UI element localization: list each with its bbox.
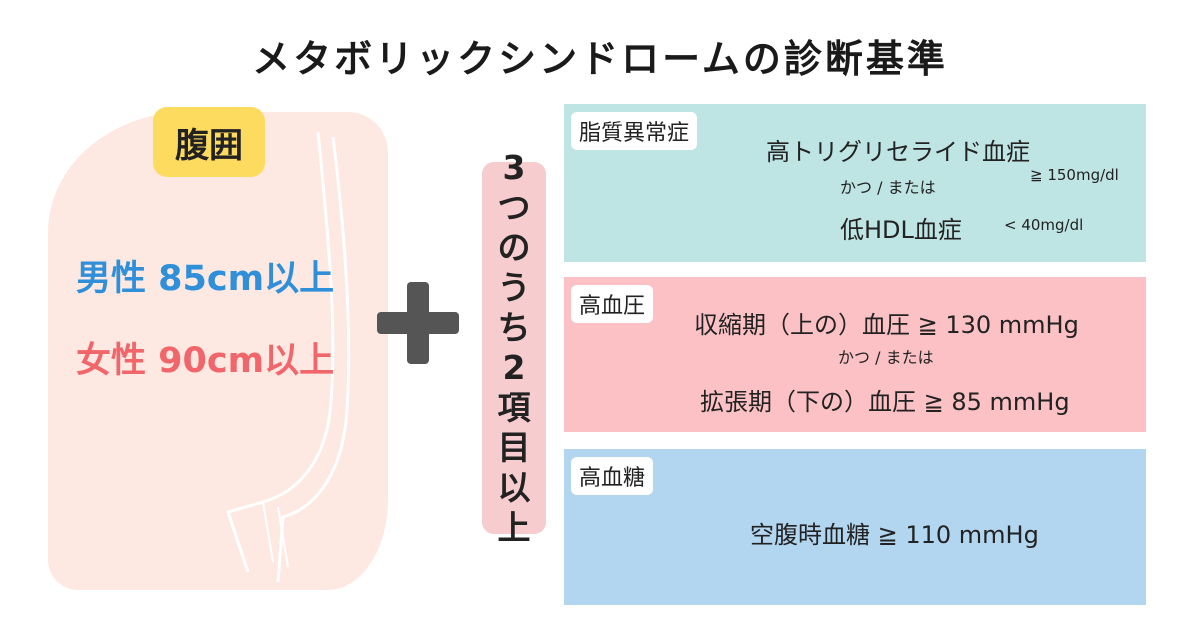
arm-outline-icon xyxy=(226,131,351,583)
lipid-label: 脂質異常症 xyxy=(571,112,698,150)
plus-icon xyxy=(377,282,459,364)
condition-char: 上 xyxy=(497,508,531,547)
condition-char: つ xyxy=(497,188,531,227)
body-silhouette xyxy=(48,112,388,590)
condition-char: の xyxy=(497,228,531,267)
sugar-line1: 空腹時血糖 ≧ 110 mmHg xyxy=(750,521,1039,549)
female-criterion: 女性 90cm以上 xyxy=(76,341,335,381)
waist-label: 腹囲 xyxy=(153,107,265,177)
bp-label: 高血圧 xyxy=(571,285,654,323)
sugar-label: 高血糖 xyxy=(571,457,654,495)
bp-panel: 高血圧 収縮期（上の）血圧 ≧ 130 mmHg かつ / または 拡張期（下の… xyxy=(564,277,1146,432)
condition-char: 3 xyxy=(502,148,526,187)
condition-char: 目 xyxy=(497,428,531,467)
lipid-panel: 脂質異常症 高トリグリセライド血症 かつ / または ≧ 150mg/dl 低H… xyxy=(564,104,1146,262)
lipid-and-or: かつ / または xyxy=(840,178,936,197)
lipid-line2: 低HDL血症 xyxy=(840,216,962,244)
condition-char: う xyxy=(497,268,531,307)
condition-char: 2 xyxy=(502,348,526,387)
lipid-line1-value: ≧ 150mg/dl xyxy=(1030,166,1119,184)
condition-label: 3 つ の う ち 2 項 目 以 上 xyxy=(482,148,546,547)
page-title: メタボリックシンドロームの診断基準 xyxy=(252,37,948,81)
sugar-panel: 高血糖 空腹時血糖 ≧ 110 mmHg xyxy=(564,449,1146,605)
male-criterion: 男性 85cm以上 xyxy=(76,259,335,299)
bp-line2: 拡張期（下の）血圧 ≧ 85 mmHg xyxy=(700,388,1070,416)
lipid-line2-value: < 40mg/dl xyxy=(1004,216,1084,234)
lipid-line1: 高トリグリセライド血症 xyxy=(766,138,1030,166)
bp-and-or: かつ / または xyxy=(838,348,934,367)
condition-char: ち xyxy=(497,308,531,347)
condition-char: 項 xyxy=(497,388,531,427)
condition-char: 以 xyxy=(497,468,531,507)
bp-line1: 収縮期（上の）血圧 ≧ 130 mmHg xyxy=(694,311,1079,339)
